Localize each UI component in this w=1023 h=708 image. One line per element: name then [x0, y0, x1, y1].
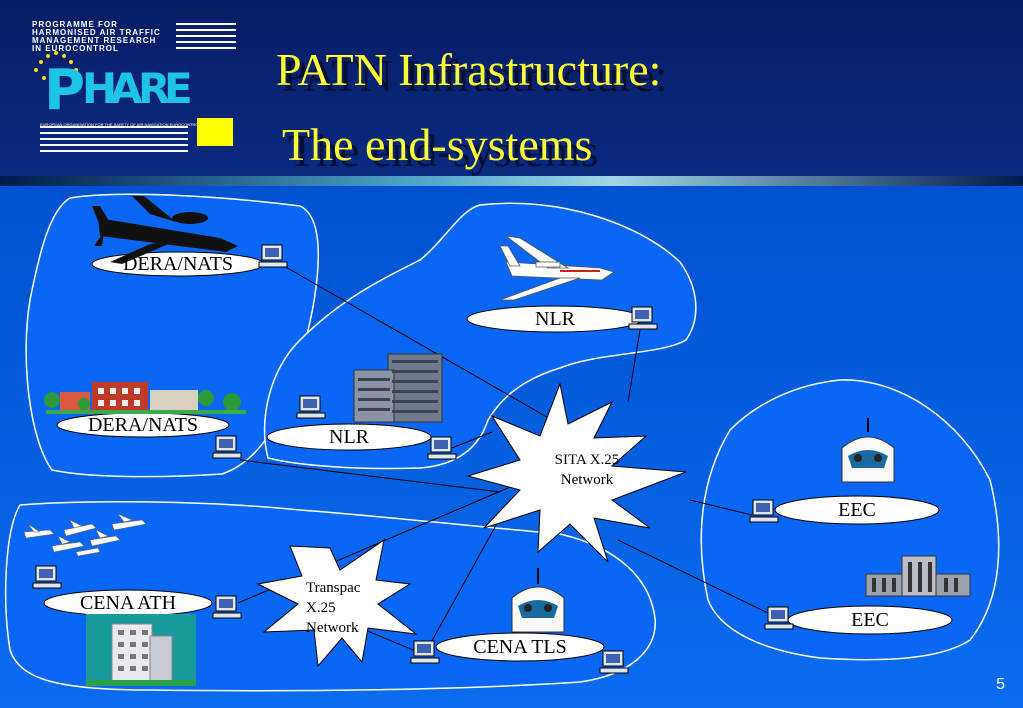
header-divider [0, 176, 1023, 186]
logo-stripes [34, 23, 236, 152]
node-oval-eec-top [774, 495, 940, 525]
computer-icons [32, 244, 794, 674]
cockpit-icon [841, 418, 895, 483]
logo-org-line-1: PROGRAMME FOR [32, 20, 118, 29]
label-dera-nats-mid: DERA/NATS [87, 414, 198, 436]
euro-stars-icon [34, 51, 78, 80]
computer-icon [212, 435, 242, 459]
computer-icon [427, 436, 457, 460]
nlr-building-icon [353, 353, 443, 423]
label-transpac-line-1: Transpac [306, 580, 361, 596]
label-nlr-top: NLR [535, 308, 575, 330]
node-oval-cena-tls [435, 632, 605, 662]
computer-icon [599, 650, 629, 674]
computer-icon [628, 306, 658, 330]
computer-icon [296, 395, 326, 419]
logo-org-line-4: IN EUROCONTROL [32, 44, 119, 53]
label-nlr-mid: NLR [329, 426, 369, 448]
label-transpac-line-3: Network [306, 620, 359, 636]
computer-icon [212, 595, 242, 619]
logo-letter-p: P [44, 58, 86, 123]
transpac-network-burst [256, 538, 418, 668]
fighter-jets-icon [23, 513, 147, 557]
title-line-2: The end-systems [282, 119, 593, 170]
title-shadow-1: PATN Infrastructure: [282, 50, 668, 101]
label-sita-line-1: SITA X.25 [554, 452, 620, 468]
jet-stripe [560, 270, 600, 272]
header-band [0, 0, 1023, 178]
label-sita-line-2: Network [560, 472, 614, 488]
computer-icon [764, 606, 794, 630]
logo-letter-r: R [138, 64, 171, 113]
sita-network-burst [466, 382, 687, 563]
cena-ath-building-icon [86, 614, 196, 686]
logo-org-line-2: HARMONISED AIR TRAFFIC [32, 28, 161, 37]
yellow-square [197, 118, 233, 146]
label-transpac-line-2: X.25 [306, 600, 336, 616]
label-cena-tls: CENA TLS [473, 636, 567, 658]
title-shadow-2: The end-systems [288, 125, 599, 176]
logo-letter-h: H [82, 64, 118, 113]
title-line-1: PATN Infrastructure: [276, 44, 662, 95]
logo-subline: EUROPEAN ORGANISATION FOR THE SAFETY OF … [40, 122, 201, 127]
dera-campus-icon [44, 382, 246, 414]
page-number: 5 [996, 676, 1005, 693]
label-eec-top: EEC [838, 499, 876, 521]
logo-letter-e: E [164, 64, 193, 113]
cockpit-icon [511, 568, 565, 633]
computer-icon [258, 244, 288, 268]
computer-icon [32, 565, 62, 589]
eec-building-icon [865, 555, 971, 597]
label-cena-ath: CENA ATH [79, 592, 177, 614]
computer-icon [410, 640, 440, 664]
logo-org-line-3: MANAGEMENT RESEARCH [32, 36, 157, 45]
logo-letter-a: A [110, 64, 143, 113]
transport-aircraft-icon [92, 196, 238, 264]
label-dera-nats-top: DERA/NATS [122, 253, 233, 275]
computer-icon [749, 499, 779, 523]
label-eec-bottom: EEC [851, 609, 889, 631]
